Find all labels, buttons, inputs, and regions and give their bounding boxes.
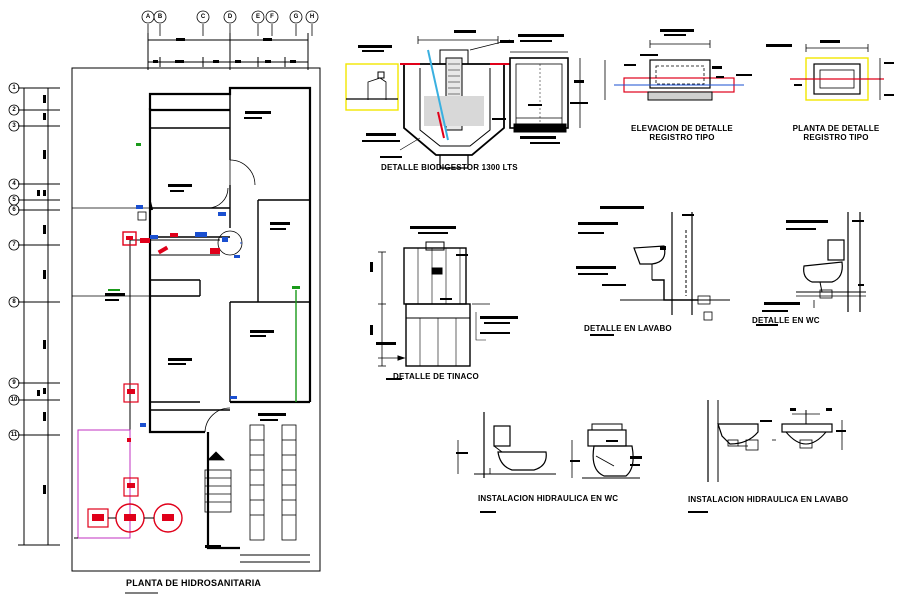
lavabo-detail	[620, 212, 730, 321]
biodigestor-notes	[358, 30, 588, 158]
biodigestor-inlet-cyan	[427, 49, 449, 141]
registro-planta-notes	[766, 40, 894, 96]
floor-plan	[8, 10, 321, 572]
grid-row-4: 4	[12, 181, 16, 187]
grid-column-bubbles	[141, 10, 319, 24]
instalacion-lavabo-detail	[707, 400, 843, 482]
grid-row-10: 10	[10, 397, 18, 403]
grid-row-7: 7	[12, 242, 16, 248]
grid-row-5: 5	[12, 197, 16, 203]
room-labels	[105, 111, 290, 548]
grid-label-c: C	[200, 14, 206, 20]
grid-label-d: D	[227, 14, 233, 20]
plumbing-fixtures	[74, 143, 300, 539]
tinaco-notes	[370, 226, 518, 380]
tinaco-detail	[378, 241, 490, 367]
registro-planta-detail	[790, 44, 884, 101]
grid-column-leaders	[147, 24, 313, 36]
tinaco-title: DETALLE DE TINACO	[393, 372, 479, 381]
parking-stalls	[249, 424, 297, 541]
top-dimension-labels	[153, 38, 296, 63]
yellow-inspection-box	[345, 63, 399, 111]
left-dimension-labels	[37, 95, 46, 494]
grid-row-6: 6	[12, 207, 16, 213]
wc-notes	[756, 220, 864, 326]
lot-outline	[71, 67, 321, 572]
grid-label-f: F	[270, 14, 274, 20]
left-dimension-ticks	[18, 87, 60, 546]
instalacion-wc-notes	[456, 440, 642, 513]
registro-elevacion-notes	[624, 29, 752, 78]
interior-walls	[150, 94, 310, 411]
registro-planta-title-line1: PLANTA DE DETALLE	[792, 124, 880, 133]
grid-label-g: G	[293, 14, 299, 20]
stair	[204, 451, 232, 513]
wc-title: DETALLE EN WC	[752, 316, 820, 325]
registro-elevacion-title-line1: ELEVACION DE DETALLE	[631, 124, 733, 133]
wc-detail	[796, 212, 866, 312]
instalacion-lavabo-title: INSTALACION HIDRAULICA EN LAVABO	[688, 495, 849, 504]
grid-row-8: 8	[12, 299, 16, 305]
instalacion-lavabo-notes	[688, 408, 846, 513]
lavabo-notes	[576, 206, 694, 336]
grid-row-9: 9	[12, 380, 16, 386]
grid-label-h: H	[309, 14, 315, 20]
instalacion-wc-detail	[457, 412, 640, 479]
registro-elevacion-detail	[604, 40, 744, 101]
registro-planta-title-line2: REGISTRO TIPO	[803, 133, 869, 142]
grid-row-3: 3	[12, 123, 16, 129]
grid-row-2: 2	[12, 107, 16, 113]
lot-boundary-magenta	[77, 429, 131, 539]
grid-row-11: 11	[10, 432, 18, 438]
grid-label-b: B	[157, 14, 163, 20]
top-dimension-ticks	[147, 33, 309, 70]
biodigestor-title: DETALLE BIODIGESTOR 1300 LTS	[381, 163, 518, 172]
biodigestor-detail	[345, 36, 581, 169]
lavabo-title: DETALLE EN LAVABO	[584, 324, 672, 333]
grid-label-a: A	[145, 14, 151, 20]
registro-elevacion-title-line2: REGISTRO TIPO	[649, 133, 715, 142]
instalacion-wc-title: INSTALACION HIDRAULICA EN WC	[478, 494, 619, 503]
plumbing-lines	[72, 207, 297, 539]
plan-title: PLANTA DE HIDROSANITARIA	[126, 578, 262, 588]
grid-label-e: E	[255, 14, 260, 20]
grid-row-1: 1	[12, 85, 16, 91]
grid-row-bubbles	[8, 82, 20, 441]
